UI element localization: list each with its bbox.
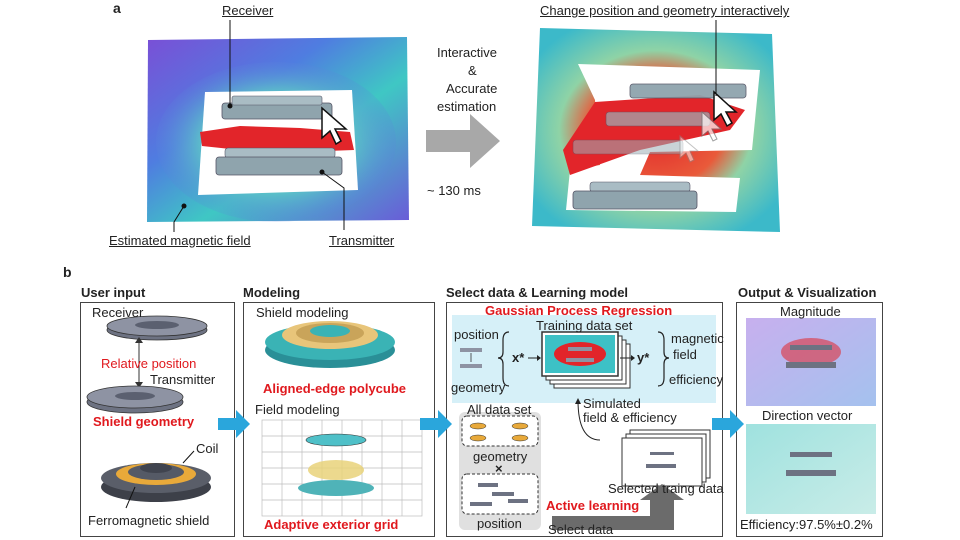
change-label: Change position and geometry interactive… [540,3,790,18]
panel-a-letter: a [113,0,121,16]
shield-geometry-label: Shield geometry [93,414,195,429]
right-transmitter-coil [572,190,698,210]
active-learning-arrow [552,484,684,530]
ui-transmitter-label: Transmitter [150,372,216,387]
ferromagnetic-shield-label: Ferromagnetic shield [88,513,210,528]
transmitter-label: Transmitter [329,233,395,248]
selected-training-label: Selected traing data [608,481,724,496]
flow-arrow-3 [712,410,744,438]
aligned-edge-label: Aligned-edge polycube [263,381,407,396]
select-data-label: Select data [548,522,614,537]
efficiency-label: efficiency [669,372,723,387]
gpr-label: Gaussian Process Regression [485,303,673,318]
flow-arrow-2 [420,410,452,438]
estimated-field-label: Estimated magnetic field [109,233,251,248]
coil-label: Coil [196,441,219,456]
arrow-text-2: & [468,63,477,78]
field-modeling-label: Field modeling [255,402,340,417]
geometry2-label: geometry [473,449,528,464]
estimation-arrow [426,114,500,168]
arrow-text-4: estimation [437,99,497,114]
magnetic-label: magnetic [671,331,724,346]
times-symbol: × [495,461,503,476]
selected-data-stack [621,437,703,487]
simulated-label-1: Simulated [583,396,641,411]
training-set-label: Training data set [536,318,633,333]
field-label: field [673,347,697,362]
simulated-label-2: field & efficiency [583,410,677,425]
left-cursor-icon [321,106,348,146]
relative-position-label: Relative position [101,356,197,371]
flow-arrow-1 [218,410,250,438]
y-star-label: y* [637,350,650,365]
left-red-band [200,126,354,152]
arrow-text-1: Interactive [437,45,497,60]
timing-label: ~ 130 ms [427,183,481,198]
left-transmitter-coil [215,156,343,176]
geometry-label: geometry [451,380,506,395]
receiver-label: Receiver [222,3,274,18]
learning-title: Select data & Learning model [446,285,629,300]
position-label: position [454,327,499,342]
panel-b-letter: b [63,264,72,280]
efficiency-value: Efficiency:97.5%±0.2% [740,517,873,532]
output-title: Output & Visualization [738,285,877,300]
adaptive-grid-label: Adaptive exterior grid [264,517,399,532]
ui-receiver-label: Receiver [92,305,144,320]
direction-visual [746,424,876,514]
position2-label: position [477,516,522,531]
active-learning-label: Active learning [546,498,640,513]
x-star-label: x* [512,350,525,365]
direction-label: Direction vector [762,408,853,423]
user-input-title: User input [81,285,146,300]
modeling-title: Modeling [243,285,301,300]
magnitude-label: Magnitude [780,304,841,319]
all-data-label: All data set [467,402,532,417]
shield-modeling-label: Shield modeling [256,305,349,320]
right-cursor-icon [713,90,738,128]
arrow-text-3: Accurate [446,81,498,96]
